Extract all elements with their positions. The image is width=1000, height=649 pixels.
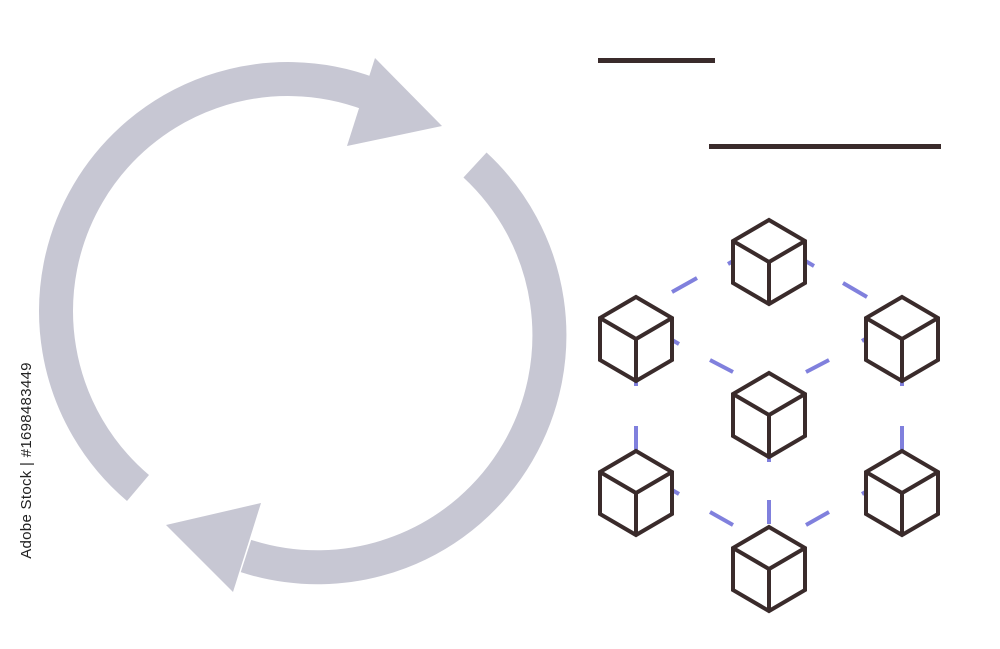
arrowhead-top (347, 58, 442, 146)
arc-arrow-bottom (240, 152, 567, 585)
cube-icon (864, 448, 940, 538)
network-cubes (598, 217, 940, 614)
cube-icon (598, 294, 674, 384)
cube-icon (731, 524, 807, 614)
placeholder-bar-short (598, 58, 715, 63)
cube-icon (598, 448, 674, 538)
circular-refresh-arrows-icon (39, 58, 567, 592)
connector-line (671, 276, 698, 294)
connector-line (805, 358, 830, 374)
connector-line (709, 510, 734, 527)
cube-icon (731, 370, 807, 460)
connector-line (709, 358, 734, 374)
placeholder-lines (598, 58, 941, 149)
cube-icon (864, 294, 940, 384)
blockchain-cube-network-icon (598, 217, 940, 614)
arc-arrow-top (39, 62, 376, 501)
cube-icon (731, 217, 807, 307)
connector-line (841, 281, 869, 299)
stock-id-text: Adobe Stock | #1698483449 (17, 361, 35, 559)
stock-id-label: Adobe Stock | #1698483449 (6, 330, 46, 590)
placeholder-bar-long (709, 144, 941, 149)
arrowhead-bottom (166, 503, 261, 592)
connector-line (805, 510, 830, 527)
